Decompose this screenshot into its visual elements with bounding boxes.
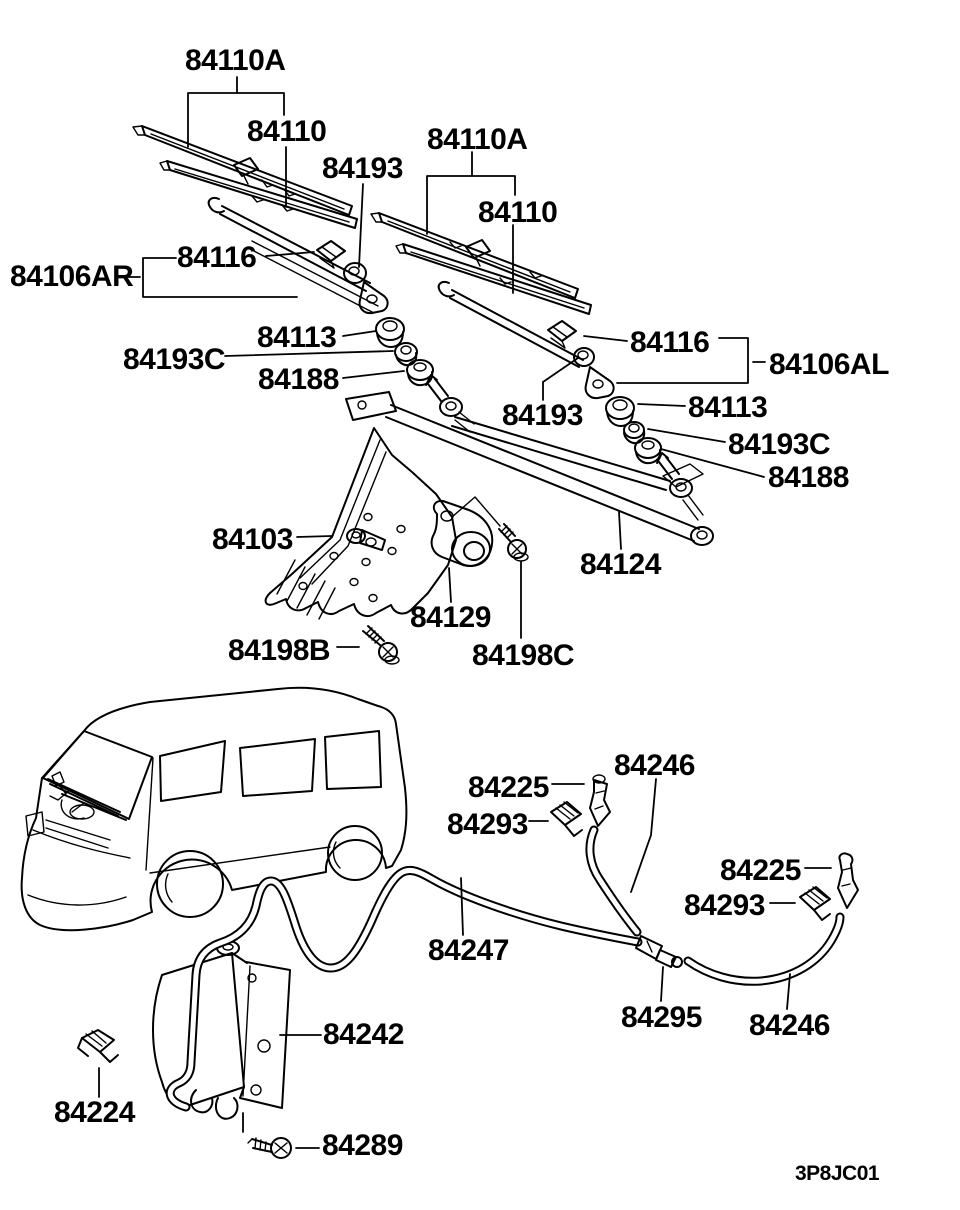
part-label-84242: 84242: [323, 1018, 404, 1051]
part-label-84289: 84289: [322, 1129, 403, 1162]
wiper-linkage: [345, 374, 714, 546]
part-label-84106AR: 84106AR: [10, 260, 134, 293]
wiper-arm-right: [437, 281, 615, 400]
part-label-84193-right: 84193: [502, 399, 583, 432]
wiper-motor: [430, 499, 494, 567]
part-label-84293-left: 84293: [447, 808, 528, 841]
part-label-84198B: 84198B: [228, 634, 330, 667]
drawing-code: 3P8JC01: [795, 1162, 880, 1185]
part-label-84116-right: 84116: [630, 326, 709, 359]
pivot-cap-right: [634, 437, 662, 465]
pivot-grommet-right: [605, 396, 635, 427]
tank-clip: [77, 1029, 119, 1063]
bolt-84198B: [362, 625, 400, 665]
pivot-cap-left: [406, 359, 434, 387]
washer-nozzle-right: [837, 852, 859, 909]
leader-lines: [98, 76, 832, 1149]
part-label-84116-left: 84116: [177, 241, 256, 274]
washer-hose-upper: [585, 825, 642, 937]
part-labels: 84110A 84110 84193 84110A 84110 84116 84…: [10, 44, 890, 1185]
hose-clip-right: [799, 886, 831, 921]
part-label-84246-lower: 84246: [749, 1009, 830, 1042]
part-label-84129: 84129: [410, 601, 491, 634]
bolt-84198C: [451, 496, 529, 562]
wiper-blade-assembly-right: [370, 212, 592, 315]
part-label-84113-left: 84113: [257, 321, 336, 354]
part-label-84247: 84247: [428, 934, 509, 967]
part-label-84188-right: 84188: [768, 461, 849, 494]
part-label-84124: 84124: [580, 548, 662, 581]
pivot-grommet-left: [375, 317, 405, 348]
part-label-84188-left: 84188: [258, 363, 339, 396]
mounting-frame: [264, 427, 457, 620]
part-label-84193-left: 84193: [322, 152, 403, 185]
hose-clip-left: [550, 801, 583, 837]
part-label-84103: 84103: [212, 523, 293, 556]
part-label-84110-left: 84110: [247, 115, 326, 148]
part-label-84110A-left: 84110A: [185, 44, 285, 77]
part-label-84113-right: 84113: [688, 391, 767, 424]
part-label-84224: 84224: [54, 1096, 136, 1129]
tank-screw: [247, 1137, 292, 1159]
part-label-84110A-right: 84110A: [427, 123, 527, 156]
van-illustration: [20, 686, 408, 932]
part-label-84193C-left: 84193C: [123, 343, 225, 376]
washer-hose-main: [165, 865, 643, 1112]
part-label-84106AL: 84106AL: [769, 348, 889, 381]
part-label-84246-upper: 84246: [614, 749, 695, 782]
part-label-84293-right: 84293: [684, 889, 765, 922]
part-label-84295: 84295: [621, 1001, 702, 1034]
part-label-84225-left: 84225: [468, 771, 549, 804]
part-label-84193C-right: 84193C: [728, 428, 830, 461]
part-label-84198C: 84198C: [472, 639, 574, 672]
part-label-84110-right: 84110: [478, 196, 557, 229]
washer-hose-lower: [683, 912, 845, 986]
part-label-84225-right: 84225: [720, 854, 801, 887]
wiper-blade-assembly-left: [132, 125, 358, 229]
washer-nozzle-left: [589, 774, 611, 827]
wiper-arm-left: [207, 197, 389, 315]
hose-joint: [635, 935, 683, 968]
